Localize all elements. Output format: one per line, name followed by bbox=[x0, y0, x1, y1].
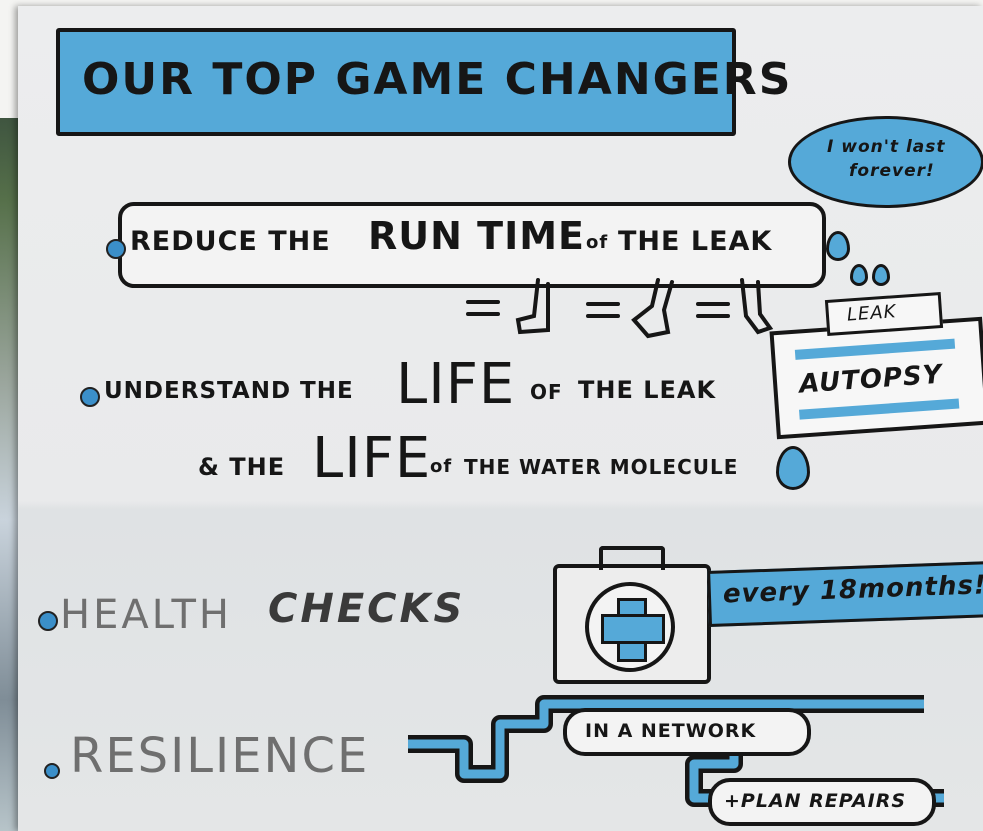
water-drip-icon bbox=[826, 231, 850, 261]
life-water-mid: of bbox=[430, 456, 453, 477]
bubble-line-2: forever! bbox=[849, 161, 935, 181]
runtime-post: THE LEAK bbox=[618, 226, 773, 257]
network-label-1: IN A NETWORK bbox=[585, 720, 757, 742]
leak-autopsy-tag: AUTOPSY bbox=[769, 316, 983, 440]
water-drop-icon bbox=[850, 264, 868, 286]
life-leak-pre: UNDERSTAND THE bbox=[104, 378, 354, 404]
runtime-pre: REDUCE THE bbox=[130, 226, 331, 257]
bullet-dot bbox=[106, 239, 126, 259]
checks-word: CHECKS bbox=[268, 586, 466, 632]
bullet-dot bbox=[44, 763, 60, 779]
leak-pipe bbox=[118, 202, 826, 288]
page-title: OUR TOP GAME CHANGERS bbox=[82, 54, 793, 105]
first-aid-kit-icon bbox=[553, 546, 711, 684]
health-note: every 18months! bbox=[722, 570, 983, 610]
life-leak-mid: OF bbox=[530, 380, 563, 404]
network-label-box: IN A NETWORK bbox=[563, 708, 811, 756]
bubble-line-1: I won't last bbox=[827, 137, 946, 157]
running-legs-icon bbox=[466, 278, 774, 339]
plus-icon-horizontal bbox=[601, 614, 665, 644]
tag-stripe bbox=[799, 398, 960, 420]
sketchnote-paper: OUR TOP GAME CHANGERS I won't last forev… bbox=[18, 6, 983, 831]
runtime-big: RUN TIME bbox=[368, 214, 585, 258]
health-note-highlight: every 18months! bbox=[707, 561, 983, 627]
tag-top-text: LEAK bbox=[846, 301, 898, 326]
repairs-label-box: +PLAN REPAIRS bbox=[708, 778, 936, 826]
life-leak-post: THE LEAK bbox=[578, 376, 717, 404]
runtime-mid: of bbox=[586, 232, 609, 253]
title-banner: OUR TOP GAME CHANGERS bbox=[56, 28, 790, 136]
resilience-word: RESILIENCE bbox=[70, 728, 370, 784]
life-leak-big: LIFE bbox=[396, 352, 516, 417]
network-label-2: +PLAN REPAIRS bbox=[724, 790, 907, 812]
kit-circle bbox=[585, 582, 675, 672]
life-water-big: LIFE bbox=[312, 426, 432, 491]
kit-handle bbox=[599, 546, 665, 570]
water-molecule-smiley-icon bbox=[776, 446, 810, 490]
bullet-dot bbox=[80, 387, 100, 407]
health-word: HEALTH bbox=[60, 592, 233, 638]
life-water-pre: & THE bbox=[198, 453, 286, 481]
bullet-dot bbox=[38, 611, 58, 631]
tag-stripe bbox=[794, 338, 956, 360]
speech-bubble: I won't last forever! bbox=[788, 116, 983, 208]
water-drop-icon bbox=[872, 264, 890, 286]
life-water-post: THE WATER MOLECULE bbox=[464, 455, 739, 479]
tag-main-text: AUTOPSY bbox=[798, 359, 944, 400]
